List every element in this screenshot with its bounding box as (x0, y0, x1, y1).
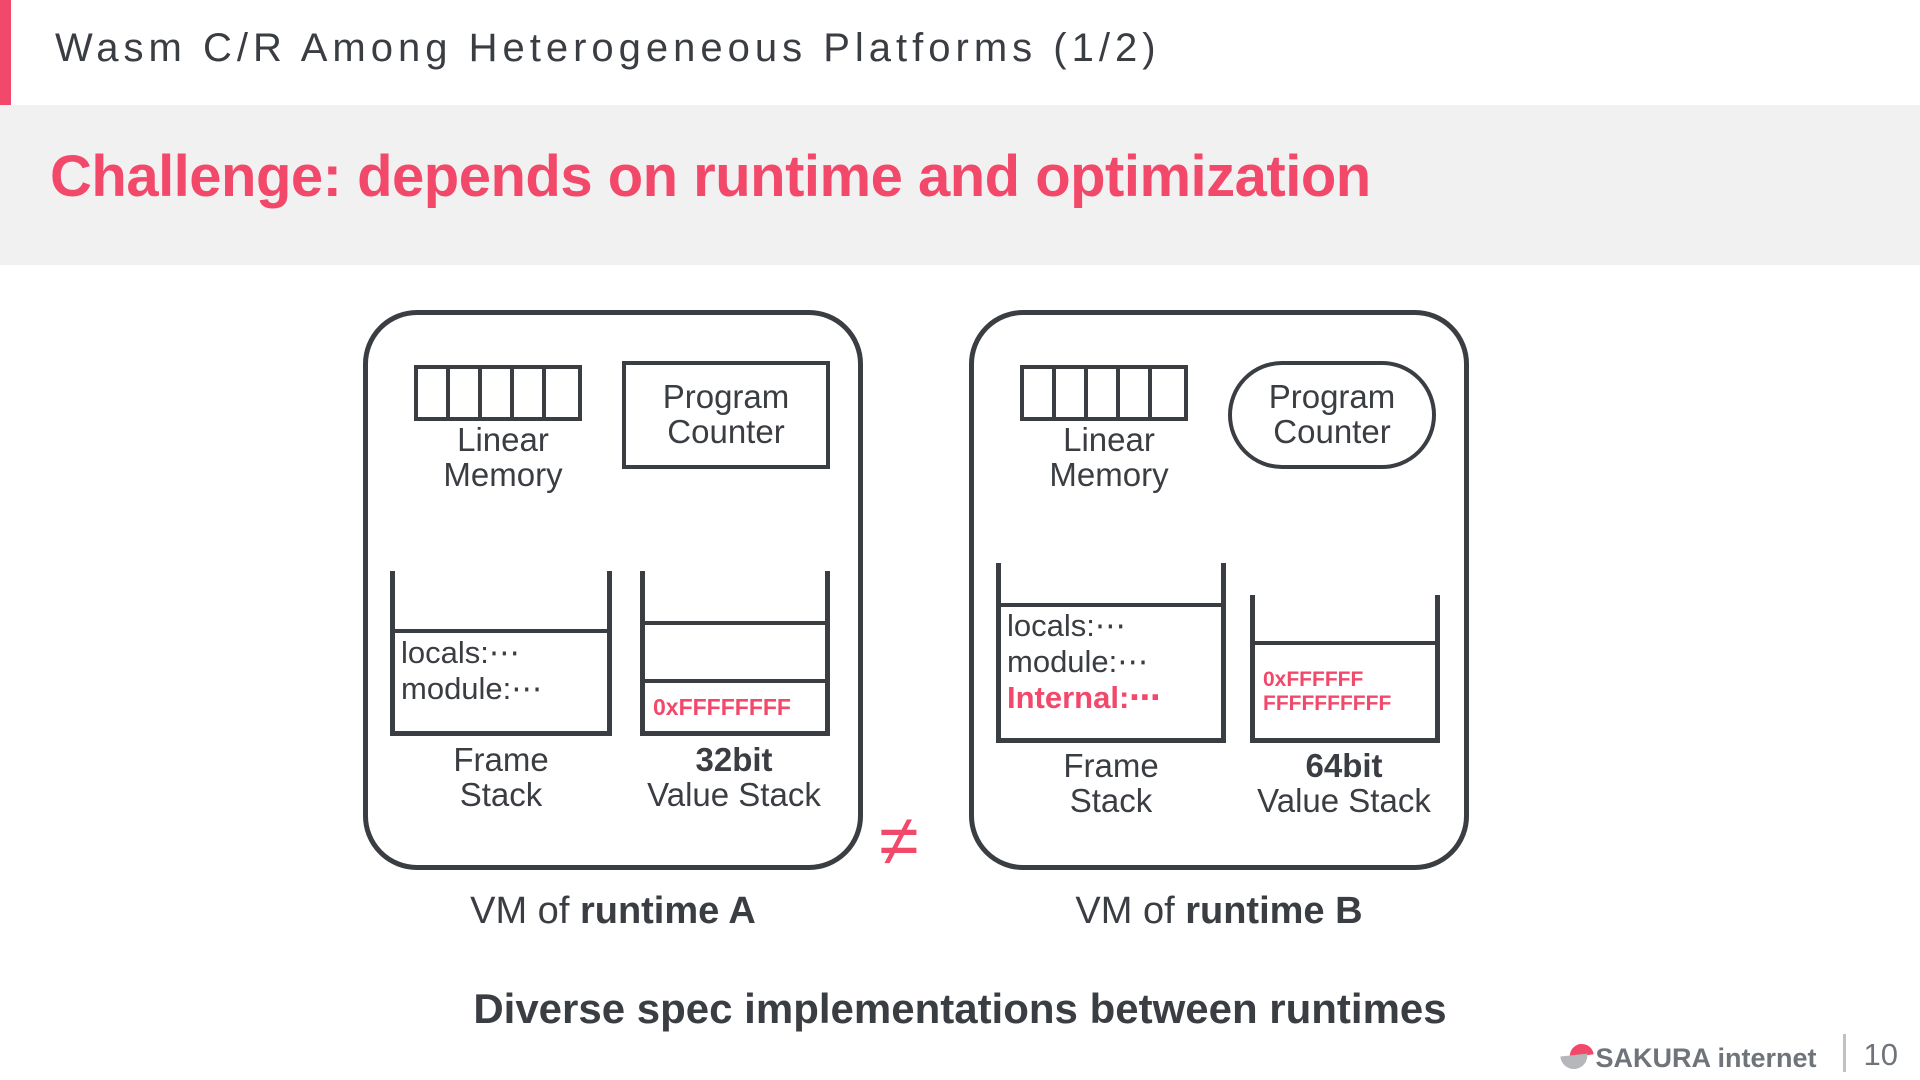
slide-header: Wasm C/R Among Heterogeneous Platforms (… (0, 0, 1920, 105)
memory-cell (1120, 369, 1152, 417)
vm-caption-prefix: VM of (470, 890, 580, 932)
program-counter-label-b: Program Counter (1268, 378, 1396, 450)
frame-stack-caption-line1: Frame (453, 741, 549, 778)
diagram-stage: Linear Memory Program Counter locals:⋯ m… (0, 265, 1920, 1080)
linear-memory-label-a: Linear Memory (388, 421, 618, 493)
frame-field-internal: Internal:⋯ (1007, 679, 1161, 715)
linear-memory-label-b: Linear Memory (994, 421, 1224, 493)
slide-footer: SAKURA internet 10 (1559, 1034, 1898, 1073)
linear-memory-label-line2: Memory (1049, 455, 1169, 493)
program-counter-label-line2: Counter (667, 413, 785, 450)
linear-memory-grid-b (1020, 365, 1188, 421)
vm-box-runtime-b: Linear Memory Program Counter locals:⋯ m… (969, 310, 1469, 870)
frame-stack-caption-b: Frame Stack (996, 747, 1226, 819)
program-counter-label-a: Program Counter (662, 378, 790, 450)
frame-field-locals: locals:⋯ (401, 635, 520, 670)
vm-caption-runtime-b: VM of runtime B (969, 890, 1469, 933)
vm-caption-name: runtime B (1185, 890, 1363, 932)
memory-cell (418, 369, 450, 417)
memory-cell (1152, 369, 1184, 417)
program-counter-label-line2: Counter (1273, 413, 1391, 450)
frame-field-locals: locals:⋯ (1007, 608, 1126, 643)
summary-text: Diverse spec implementations between run… (473, 985, 1447, 1032)
vm-box-runtime-a: Linear Memory Program Counter locals:⋯ m… (363, 310, 863, 870)
value-stack-slot-empty (645, 621, 825, 679)
challenge-headline: Challenge: depends on runtime and optimi… (50, 144, 1371, 209)
value-stack-caption-a: 32bit Value Stack (620, 741, 848, 813)
memory-cell (1024, 369, 1056, 417)
vm-caption-runtime-a: VM of runtime A (363, 890, 863, 933)
memory-cell (482, 369, 514, 417)
value-stack-slot-empty (1255, 595, 1435, 641)
sakura-logo: SAKURA internet (1559, 1042, 1817, 1073)
linear-memory-grid-a (414, 365, 582, 421)
program-counter-box-a: Program Counter (622, 361, 830, 469)
value-stack-slot-value: 0xFFFFFFFF (645, 679, 825, 731)
value-stack-slot-value: 0xFFFFFF FFFFFFFFFF (1255, 641, 1435, 738)
linear-memory-label-line1: Linear (457, 421, 549, 458)
memory-cell (450, 369, 482, 417)
frame-stack-frame: locals:⋯ module:⋯ Internal:⋯ (1001, 603, 1221, 738)
value-stack-caption-line2: Value Stack (647, 775, 821, 813)
value-stack-caption-line2: Value Stack (1257, 781, 1431, 819)
value-stack-bit-width-b: 64bit (1305, 747, 1383, 784)
frame-stack-caption-line1: Frame (1063, 747, 1159, 784)
frame-stack-caption-line2: Stack (1069, 781, 1153, 819)
not-equal-icon: ≠ (879, 801, 919, 881)
value-stack-hex-a: 0xFFFFFFFF (653, 693, 791, 720)
program-counter-box-b: Program Counter (1228, 361, 1436, 469)
memory-cell (514, 369, 546, 417)
frame-stack-caption-a: Frame Stack (390, 741, 612, 813)
frame-field-module: module:⋯ (1007, 643, 1149, 679)
sakura-petal-icon (1559, 1042, 1594, 1072)
page-number: 10 (1863, 1036, 1898, 1072)
challenge-band: Challenge: depends on runtime and optimi… (0, 105, 1920, 265)
footer-divider (1842, 1034, 1846, 1072)
header-accent-bar (0, 0, 11, 105)
value-stack-b: 0xFFFFFF FFFFFFFFFF (1250, 595, 1440, 743)
frame-stack-a: locals:⋯ module:⋯ (390, 571, 612, 736)
memory-cell (546, 369, 578, 417)
linear-memory-label-line2: Memory (443, 455, 563, 493)
value-stack-bit-width-a: 32bit (695, 741, 773, 778)
memory-cell (1056, 369, 1088, 417)
value-stack-hex-b: 0xFFFFFF FFFFFFFFFF (1255, 668, 1391, 716)
program-counter-label-line1: Program (1268, 378, 1396, 416)
vm-caption-prefix: VM of (1075, 890, 1186, 932)
frame-stack-caption-line2: Stack (459, 775, 543, 813)
frame-stack-empty-slot (395, 571, 607, 629)
vm-caption-name: runtime A (579, 890, 756, 932)
value-stack-a: 0xFFFFFFFF (640, 571, 830, 736)
frame-stack-frame: locals:⋯ module:⋯ (395, 629, 607, 731)
value-stack-slot-empty (645, 571, 825, 621)
frame-stack-empty-slot (1001, 563, 1221, 603)
linear-memory-label-line1: Linear (1063, 421, 1155, 458)
value-stack-hex-b-line2: FFFFFFFFFF (1263, 691, 1392, 715)
program-counter-label-line1: Program (662, 378, 790, 416)
sakura-logo-text: SAKURA internet (1595, 1043, 1817, 1073)
value-stack-hex-b-line1: 0xFFFFFF (1263, 667, 1364, 691)
memory-cell (1088, 369, 1120, 417)
page-title: Wasm C/R Among Heterogeneous Platforms (… (55, 26, 1161, 70)
frame-stack-b: locals:⋯ module:⋯ Internal:⋯ (996, 563, 1226, 743)
value-stack-caption-b: 64bit Value Stack (1228, 747, 1460, 819)
frame-field-module: module:⋯ (401, 670, 543, 706)
petal-bottom-shape (1559, 1053, 1589, 1071)
